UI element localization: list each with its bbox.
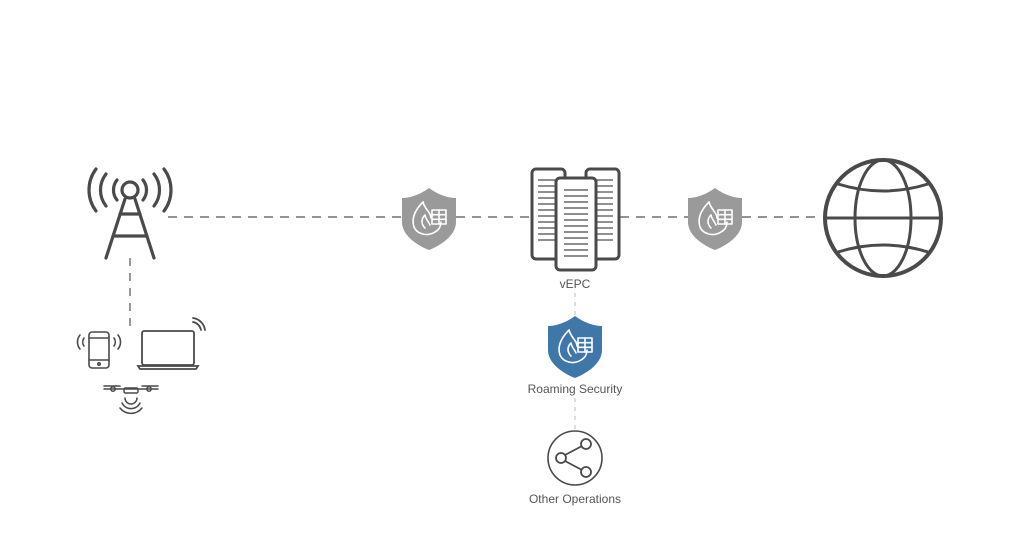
drone-icon [103,385,159,415]
firewall-shield-icon [401,187,457,251]
globe-icon [823,158,943,278]
firewall-shield-icon [547,315,603,379]
laptop-icon [136,317,206,370]
firewall-shield-icon [687,187,743,251]
roaming-security-label: Roaming Security [527,382,623,396]
vepc-label: vEPC [559,277,591,291]
server-vents [538,179,613,257]
connector-lines [129,216,822,330]
cell-tower-icon [87,167,173,260]
share-icon [547,430,603,486]
other-operations-label: Other Operations [528,492,622,506]
smartphone-icon [76,331,122,369]
